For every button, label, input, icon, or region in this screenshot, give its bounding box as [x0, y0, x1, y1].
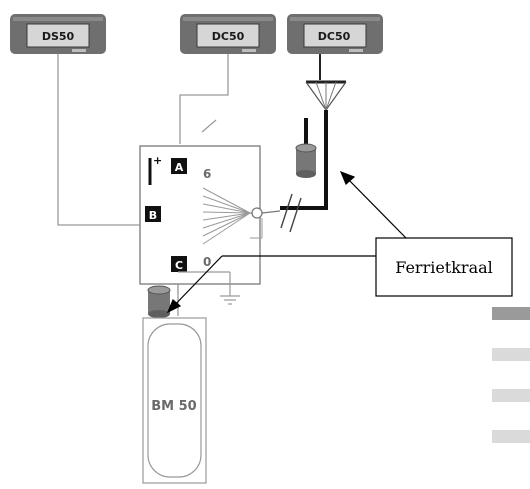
display-label-dc50-middle: DC50 [212, 30, 245, 43]
ferrite-bead-upper [295, 118, 317, 178]
ground-symbol [177, 271, 240, 305]
callout-arrows [166, 170, 407, 314]
legend-swatches [492, 307, 530, 443]
cable-thick-main [280, 110, 328, 210]
splitter-funnel [305, 80, 347, 112]
port-label-c: C [175, 259, 183, 272]
callout-box [375, 237, 513, 297]
cable-to-connector [261, 210, 281, 214]
wire-tick [201, 119, 217, 133]
port-label-a: A [175, 161, 184, 174]
display-panel-dc50-right: DC50 [287, 14, 383, 54]
cable-break-mark [280, 193, 302, 233]
legend-swatch-3 [492, 389, 530, 402]
display-label-dc50-right: DC50 [318, 30, 351, 43]
display-panel-ds50: DS50 [10, 14, 106, 54]
legend-swatch-1 [492, 307, 530, 320]
control-box: + A B C 6 0 [139, 145, 263, 285]
legend-swatch-2 [492, 348, 530, 361]
connector-node [251, 207, 263, 219]
wire-dc50-to-port-a [179, 54, 229, 144]
scale-label-min: 0 [203, 255, 211, 269]
display-panel-dc50-middle: DC50 [180, 14, 276, 54]
ferrite-bead-lower [147, 285, 171, 318]
legend-swatch-4 [492, 430, 530, 443]
callout-label: Ferrietkraal [395, 258, 493, 277]
scale-label-max: 6 [203, 167, 211, 181]
scale-fan [202, 187, 251, 245]
display-label-ds50: DS50 [42, 30, 75, 43]
battery-bm50: BM 50 [142, 317, 207, 484]
wire-ds50-to-port-b [57, 54, 140, 226]
svg-text:+: + [153, 154, 162, 167]
port-label-b: B [149, 209, 157, 222]
battery-label: BM 50 [151, 399, 196, 414]
